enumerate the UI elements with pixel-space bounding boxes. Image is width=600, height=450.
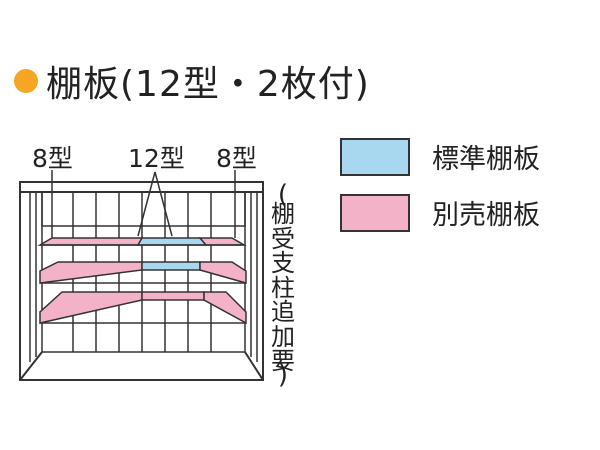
side-note-close: ) [277,360,289,390]
legend-label-standard: 標準棚板 [432,144,540,175]
legend-item-standard: 標準棚板 [340,137,540,176]
side-note: ( 棚受支柱追加要 ) [266,182,300,388]
bullet-dot-icon [14,69,38,93]
shelf-mid-right-optional [199,261,247,284]
shelf-mid-left-optional [39,261,143,284]
page-title: 棚板(12型・2枚付) [46,64,370,105]
side-note-text: 棚受支柱追加要 [271,200,295,375]
shelf-bottom-left-optional [39,291,143,324]
label-8-right: 8型 [216,144,257,173]
floor-right-edge [244,351,264,381]
shelf-top-center-standard [136,237,208,246]
label-pointers [51,170,236,238]
shelf-edges [40,244,246,324]
title-row: 棚板(12型・2枚付) [14,56,370,106]
legend-label-optional: 別売棚板 [432,200,540,231]
legend-swatch-optional [340,193,410,232]
label-8-left: 8型 [32,144,73,173]
legend-swatch-standard [340,137,410,176]
shelf-mid-center-standard [141,261,201,271]
legend-item-optional: 別売棚板 [340,193,540,232]
shelf-bottom-right-optional [203,291,247,325]
shelf-bottom-center-optional [141,291,205,301]
shelf-top-left-optional [37,237,144,246]
side-note-open: ( [277,180,289,210]
shed-roof [19,181,264,193]
floor-left-edge [19,351,43,381]
label-12-center: 12型 [128,144,185,173]
